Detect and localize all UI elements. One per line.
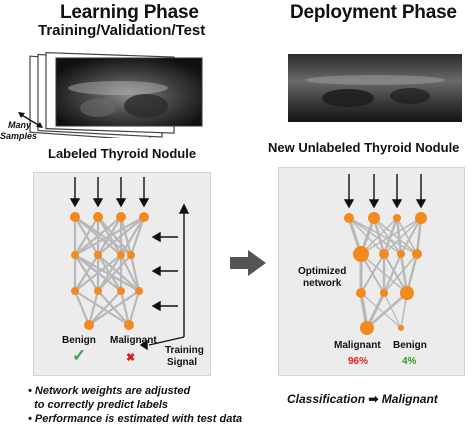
optimized-network-label-2: network: [303, 278, 342, 289]
learning-network-panel: [33, 172, 211, 376]
left-arrow-icon: [151, 231, 161, 243]
labeled-nodule-caption: Labeled Thyroid Nodule: [48, 146, 197, 161]
classification-result: Classification ➡ Malignant: [287, 392, 438, 406]
network-nodes: [70, 212, 149, 330]
left-arrow-icon: [151, 300, 161, 312]
unlabeled-nodule-caption: New Unlabeled Thyroid Nodule: [268, 140, 460, 155]
learning-malignant-label: Malignant: [110, 335, 157, 346]
training-signal-label-1: Training: [165, 345, 204, 356]
down-arrow-icon: [368, 199, 380, 209]
input-arrows: [69, 177, 150, 208]
down-arrow-icon: [69, 198, 81, 208]
training-image-stack: [28, 48, 203, 142]
classification-prefix: Classification: [287, 392, 366, 406]
learning-phase-title: Learning Phase: [60, 2, 199, 23]
network-edges: [73, 216, 146, 326]
deployment-benign-label: Benign: [393, 340, 427, 351]
deployment-malignant-label: Malignant: [334, 340, 381, 351]
benign-probability: 4%: [402, 356, 417, 367]
down-arrow-icon: [343, 199, 355, 209]
down-arrow-icon: [391, 199, 403, 209]
backprop-arrows: [139, 203, 190, 351]
optimized-network-label-1: Optimized: [298, 266, 347, 277]
learning-network-diagram: [69, 177, 190, 351]
down-arrow-icon: [415, 199, 427, 209]
down-arrow-icon: [92, 198, 104, 208]
input-arrows: [343, 174, 427, 209]
image-stack-graphic: [29, 52, 203, 142]
network-nodes: [344, 212, 427, 335]
network-edges: [347, 217, 423, 329]
down-arrow-icon: [138, 198, 150, 208]
learning-note-2: to correctly predict labels: [28, 399, 168, 411]
learning-benign-label: Benign: [62, 335, 96, 346]
many-samples-arrow-icon: [16, 110, 46, 135]
left-arrow-icon: [139, 339, 148, 351]
training-signal-label-2: Signal: [167, 357, 198, 368]
learning-phase-subtitle: Training/Validation/Test: [38, 22, 206, 39]
check-icon: ✓: [72, 346, 87, 365]
deployment-network-panel: [278, 167, 465, 376]
learning-note-3: • Performance is estimated with test dat…: [28, 413, 243, 425]
learning-note-1: • Network weights are adjusted: [28, 385, 191, 397]
classification-value: Malignant: [381, 392, 438, 406]
many-samples-label-1: Many: [8, 120, 32, 130]
deployment-phase-title: Deployment Phase: [290, 2, 457, 23]
cross-icon: ✖: [126, 352, 136, 364]
classification-arrow-icon: ➡: [368, 392, 379, 406]
many-samples-label-2: Samples: [0, 131, 38, 141]
new-nodule-image: [288, 54, 462, 122]
down-arrow-icon: [115, 198, 127, 208]
up-arrow-icon: [178, 203, 190, 214]
right-arrow-icon: [228, 249, 268, 282]
malignant-probability: 96%: [348, 356, 369, 367]
deployment-network-diagram: [343, 174, 427, 335]
left-arrow-icon: [151, 265, 161, 277]
